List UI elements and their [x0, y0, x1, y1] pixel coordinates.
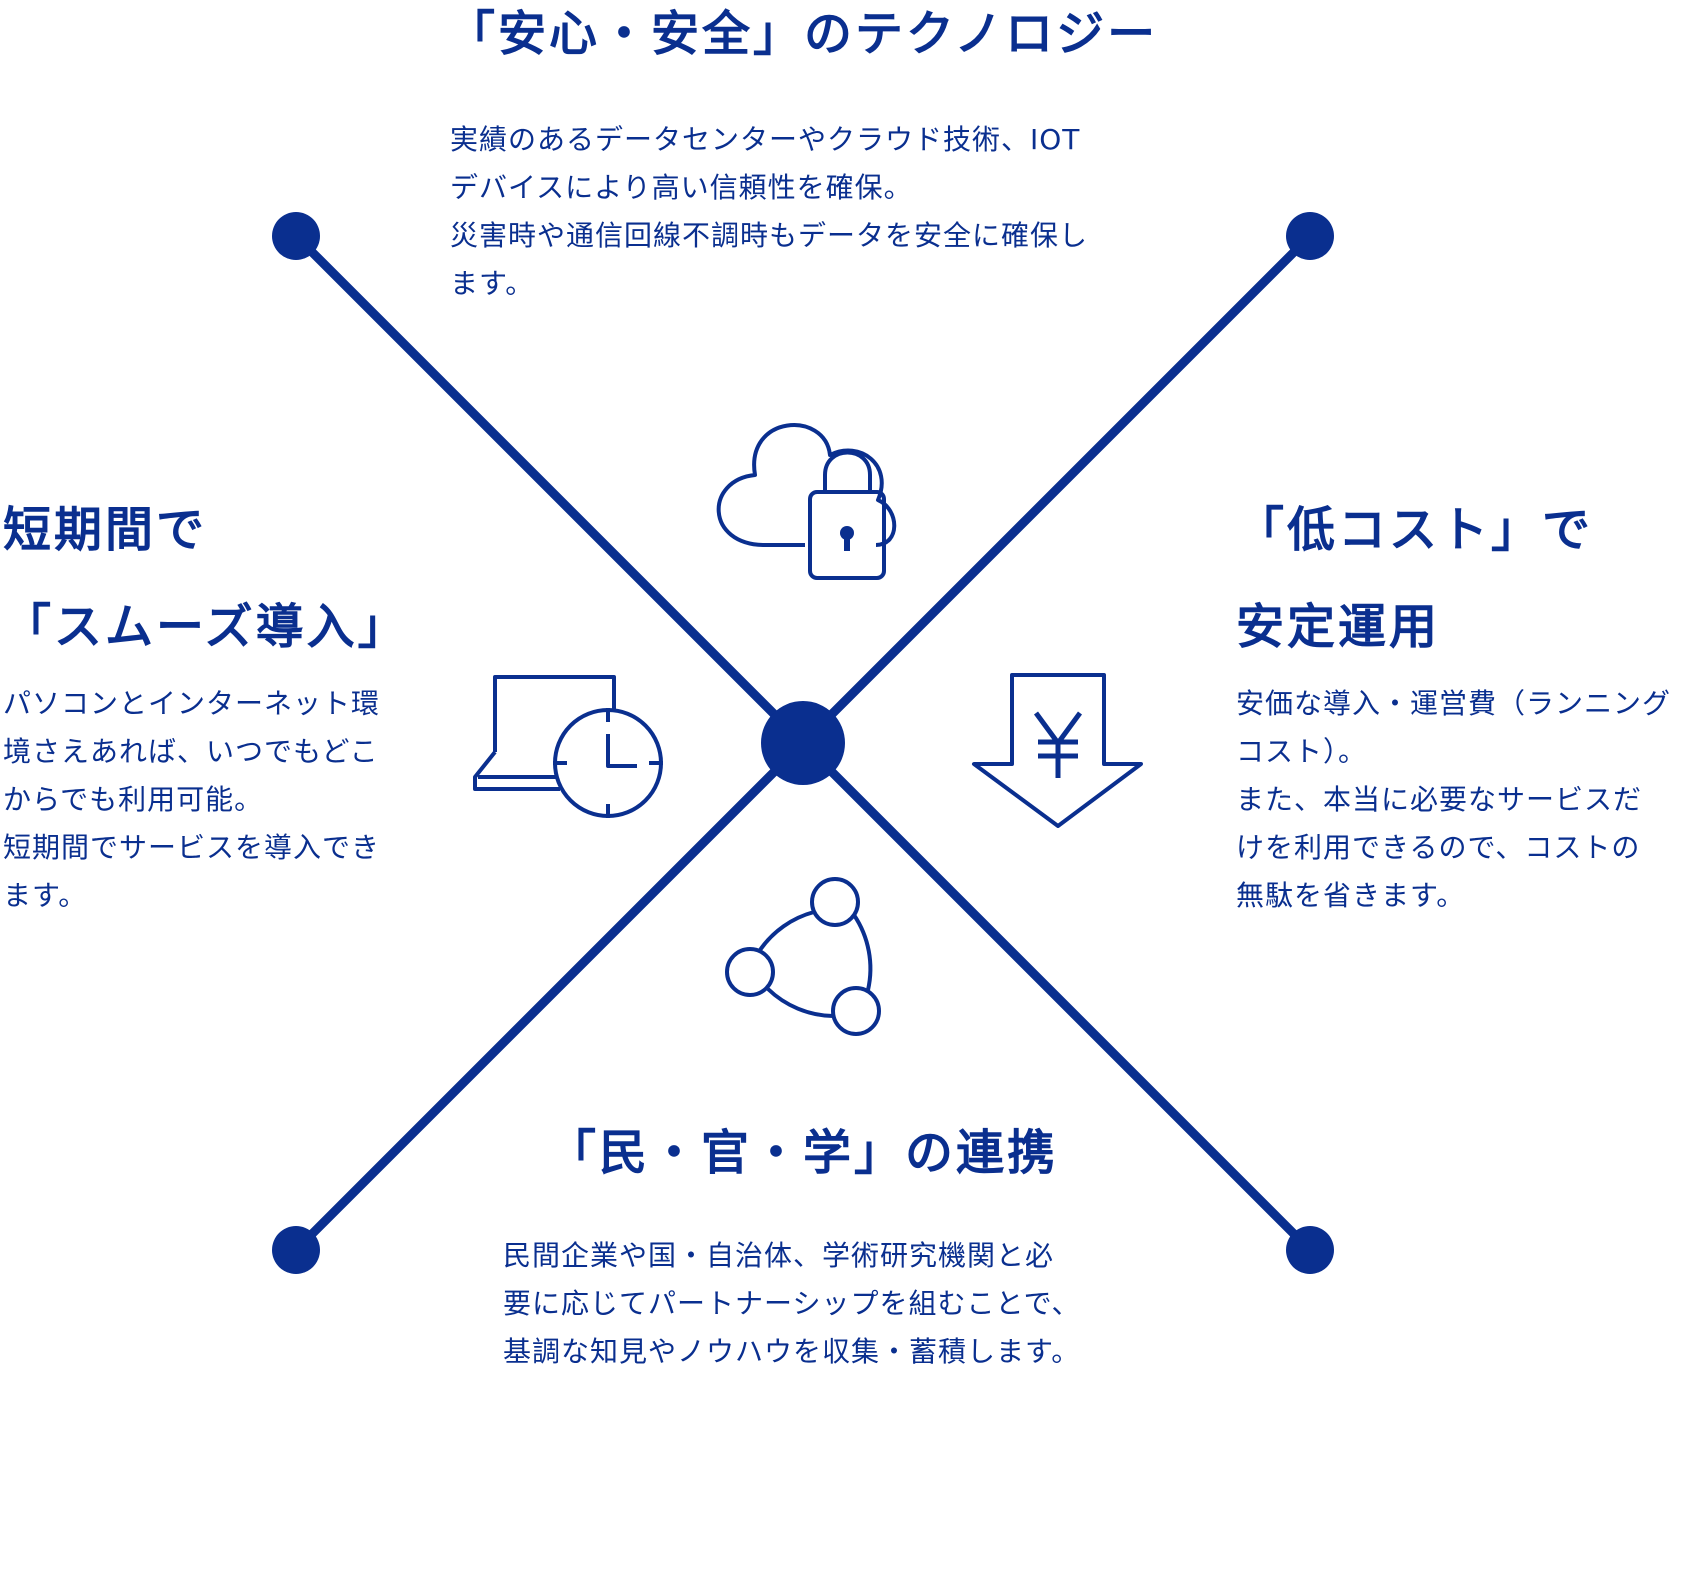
- laptop-clock-icon: [473, 675, 663, 818]
- section-right-title: 「低コスト」で 安定運用: [1236, 482, 1671, 676]
- body-line: 境さえあれば、いつでもどこ: [3, 735, 379, 768]
- end-node-bottom-right: [1286, 1226, 1334, 1274]
- body-line: また、本当に必要なサービスだ: [1236, 783, 1643, 816]
- title-line: 「低コスト」で: [1236, 502, 1594, 558]
- title-line: 短期間で: [3, 502, 208, 558]
- body-line: コスト）。: [1236, 735, 1368, 768]
- body-line: ます。: [3, 879, 88, 912]
- body-line: パソコンとインターネット環: [3, 687, 381, 720]
- end-node-top-right: [1286, 212, 1334, 260]
- body-line: 基調な知見やノウハウを収集・蓄積します。: [503, 1335, 1081, 1368]
- body-line: 短期間でサービスを導入でき: [3, 831, 381, 864]
- section-bottom-body: 民間企業や国・自治体、学術研究機関と必 要に応じてパートナーシップを組むことで、…: [503, 1232, 1080, 1376]
- section-left: 短期間で 「スムーズ導入」 パソコンとインターネット環 境さえあれば、いつでもど…: [3, 482, 409, 920]
- section-bottom: 「民・官・学」の連携 民間企業や国・自治体、学術研究機関と必 要に応じてパートナ…: [503, 1105, 1079, 1368]
- body-line: けを利用できるので、コストの: [1236, 831, 1641, 864]
- section-left-body: パソコンとインターネット環 境さえあれば、いつでもどこ からでも利用可能。 短期…: [3, 680, 409, 920]
- body-line: 実績のあるデータセンターやクラウド技術、IOT: [450, 123, 1081, 156]
- partnership-cycle-icon: [725, 877, 881, 1036]
- end-node-top-left: [272, 212, 320, 260]
- yen-down-arrow-icon: [972, 673, 1143, 828]
- section-right: 「低コスト」で 安定運用 安価な導入・運営費（ランニング コスト）。 また、本当…: [1236, 482, 1671, 920]
- body-line: 要に応じてパートナーシップを組むことで、: [503, 1287, 1081, 1320]
- body-line: ます。: [450, 267, 535, 300]
- body-line: 民間企業や国・自治体、学術研究機関と必: [503, 1239, 1055, 1272]
- end-node-bottom-left: [272, 1226, 320, 1274]
- title-line: 「安心・安全」のテクノロジー: [447, 6, 1159, 62]
- section-top-body: 実績のあるデータセンターやクラウド技術、IOT デバイスにより高い信頼性を確保。…: [450, 116, 1158, 308]
- title-line: 安定運用: [1236, 599, 1441, 655]
- body-line: 災害時や通信回線不調時もデータを安全に確保し: [450, 219, 1089, 252]
- cloud-lock-icon: [716, 423, 897, 580]
- section-top: 「安心・安全」のテクノロジー 実績のあるデータセンターやクラウド技術、IOT デ…: [447, 0, 1158, 308]
- title-line: 「スムーズ導入」: [3, 599, 409, 655]
- section-right-body: 安価な導入・運営費（ランニング コスト）。 また、本当に必要なサービスだ けを利…: [1236, 680, 1671, 920]
- title-line: 「民・官・学」の連携: [548, 1125, 1059, 1181]
- center-node: [761, 701, 845, 785]
- section-bottom-title: 「民・官・学」の連携: [548, 1105, 1058, 1202]
- body-line: からでも利用可能。: [3, 783, 264, 816]
- section-top-title: 「安心・安全」のテクノロジー: [447, 0, 1158, 83]
- body-line: 安価な導入・運営費（ランニング: [1236, 687, 1672, 720]
- body-line: 無駄を省きます。: [1236, 879, 1466, 912]
- body-line: デバイスにより高い信頼性を確保。: [450, 171, 913, 204]
- section-left-title: 短期間で 「スムーズ導入」: [3, 482, 409, 676]
